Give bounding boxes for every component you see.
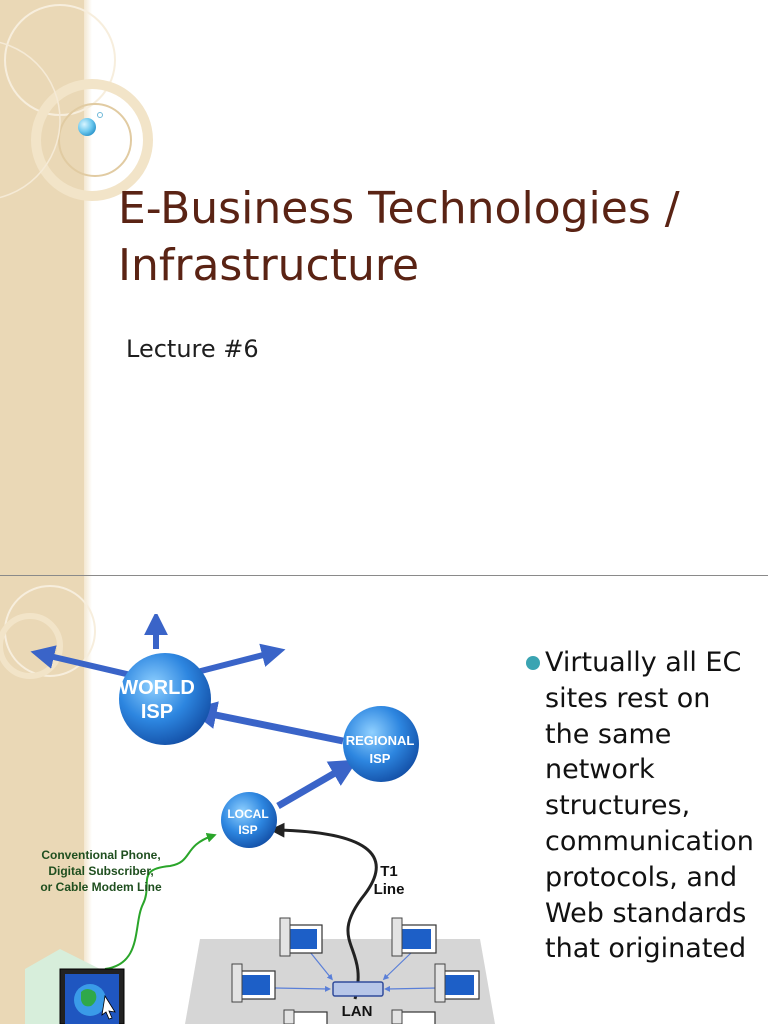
lan-computer-icon bbox=[434, 963, 480, 1003]
line-label-1: Conventional Phone, bbox=[41, 848, 160, 862]
strip-edge-gradient bbox=[84, 0, 92, 575]
lan-computer-icon bbox=[391, 917, 437, 957]
decorative-circles bbox=[0, 4, 153, 201]
slide-subtitle: Lecture #6 bbox=[126, 335, 259, 363]
home-computer-globe-icon bbox=[59, 968, 125, 1024]
bullet-text: Virtually all EC sites rest on the same … bbox=[545, 647, 754, 965]
lan-arrow bbox=[274, 985, 331, 992]
world-arrow-right bbox=[196, 643, 286, 675]
bubble-icons bbox=[78, 112, 103, 136]
decorative-circles bbox=[0, 585, 96, 679]
t1-label-1: T1 bbox=[380, 863, 398, 880]
regional-to-world-arrow bbox=[188, 701, 344, 745]
lan-arrow bbox=[384, 985, 438, 992]
lan-computer-icon bbox=[231, 963, 276, 1003]
world-isp-label-1: WORLD bbox=[119, 677, 195, 699]
world-arrow-left bbox=[30, 645, 136, 679]
strip-edge-gradient bbox=[84, 576, 92, 1024]
lan-arrow bbox=[382, 951, 413, 981]
internet-structure-diagram: WORLD ISP REGIONAL ISP LOCAL ISP Convent… bbox=[25, 614, 495, 1024]
world-isp-label-2: ISP bbox=[141, 701, 173, 723]
lan-computer-icon bbox=[279, 917, 323, 957]
lan-arrow bbox=[309, 951, 333, 981]
title-slide: E-Business Technologies / Infrastructure… bbox=[0, 0, 680, 575]
regional-isp-label-1: REGIONAL bbox=[346, 733, 415, 748]
local-isp-label-1: LOCAL bbox=[227, 807, 268, 821]
bullet-marker bbox=[526, 656, 540, 670]
line-label-2: Digital Subscriber, bbox=[48, 864, 153, 878]
line-label-3: or Cable Modem Line bbox=[40, 880, 162, 894]
t1-label-2: Line bbox=[374, 881, 405, 898]
regional-isp-node bbox=[343, 706, 419, 782]
local-isp-node bbox=[221, 792, 277, 848]
lan-computer-icon bbox=[391, 1009, 436, 1024]
lan-label: LAN bbox=[342, 1003, 373, 1020]
decorative-side-strip bbox=[0, 0, 84, 575]
t1-line bbox=[269, 822, 378, 1000]
slide-title: E-Business Technologies / Infrastructure bbox=[118, 183, 680, 291]
local-isp-label-2: ISP bbox=[238, 823, 257, 837]
regional-isp-label-2: ISP bbox=[370, 751, 391, 766]
lan-hub bbox=[332, 981, 384, 997]
slide-divider bbox=[0, 575, 768, 576]
modem-line bbox=[104, 832, 217, 970]
world-isp-node bbox=[119, 653, 211, 745]
lan-computer-icon bbox=[283, 1009, 328, 1024]
local-to-regional-arrow bbox=[276, 759, 358, 810]
